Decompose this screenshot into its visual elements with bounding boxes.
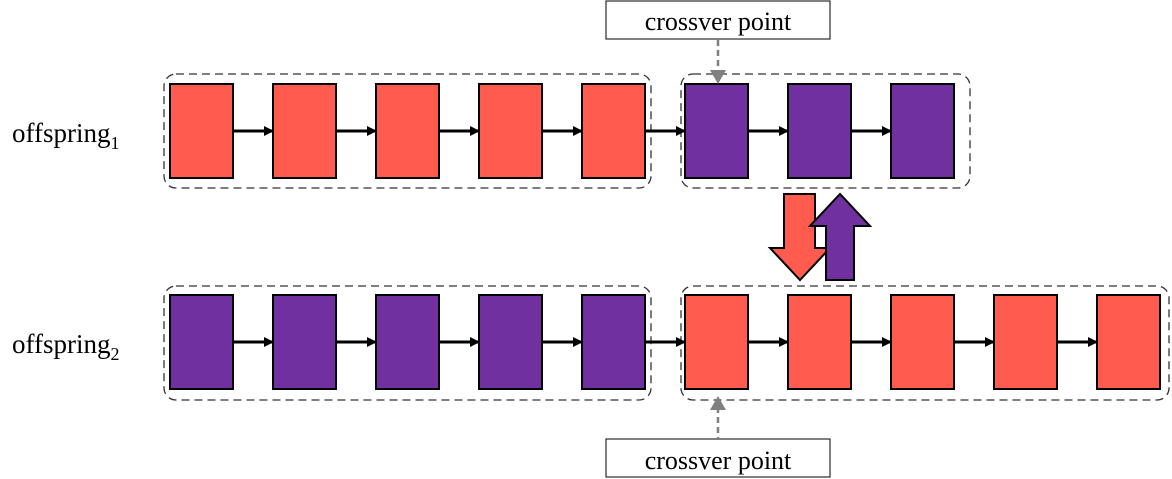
gene-block-purple (684, 83, 749, 179)
crossover-point-label-bottom: crossver point (605, 438, 831, 478)
gene-block-red (581, 83, 646, 179)
gene-block-red (272, 83, 337, 179)
gene-block-purple (375, 294, 440, 390)
svg-text:crossver point: crossver point (645, 7, 792, 36)
gene-block-red (1096, 294, 1161, 390)
gene-block-purple (787, 83, 852, 179)
gene-block-purple (478, 294, 543, 390)
svg-text:crossver point: crossver point (645, 446, 792, 475)
offspring-1-chain (169, 83, 955, 179)
gene-block-purple (272, 294, 337, 390)
crossover-point-label-top: crossver point (605, 0, 831, 40)
offspring-2-label: offspring2 (12, 329, 120, 364)
gene-block-purple (581, 294, 646, 390)
gene-block-red (478, 83, 543, 179)
gene-block-red (375, 83, 440, 179)
crossover-pointer-top (710, 40, 726, 84)
gene-block-red (169, 83, 234, 179)
swap-down-arrow (767, 193, 833, 282)
crossover-pointer-bottom (710, 396, 726, 438)
gene-block-red (890, 294, 955, 390)
gene-block-purple (890, 83, 955, 179)
gene-block-red (684, 294, 749, 390)
gene-block-purple (169, 294, 234, 390)
gene-block-red (993, 294, 1058, 390)
offspring-2-chain (169, 294, 1161, 390)
swap-up-arrow (807, 192, 873, 281)
offspring-1-label: offspring1 (12, 118, 120, 153)
gene-block-red (787, 294, 852, 390)
